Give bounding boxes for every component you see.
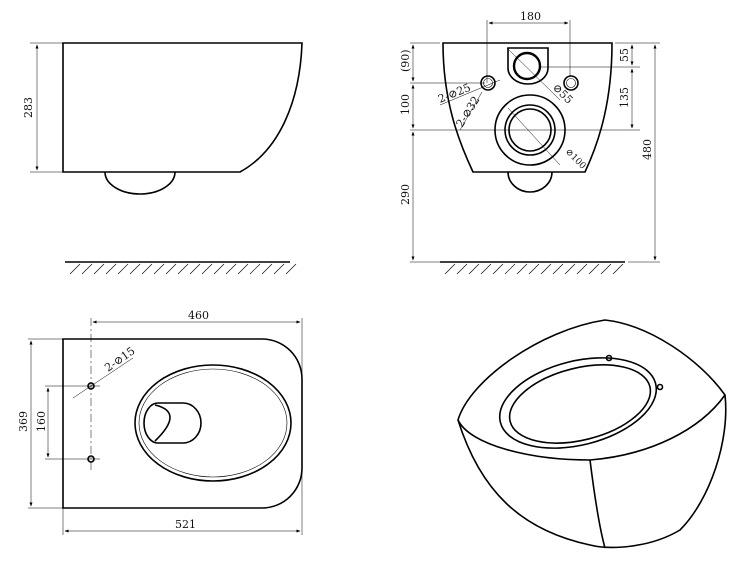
hatch-line	[225, 263, 237, 275]
label-hole-15: 2-⊘15	[102, 344, 137, 374]
hatch-line	[492, 263, 504, 275]
label-outlet-100: ⊘100	[563, 147, 588, 172]
hatch-line	[237, 263, 249, 275]
label-hole-32: 2-⊘32	[454, 94, 483, 130]
hatch-line	[117, 263, 129, 275]
dim-290: 290	[399, 184, 412, 205]
front-view: 180 (90) 100 290 55 135 480 2-⊘25 2-⊘32 …	[399, 10, 660, 275]
dim-100: 100	[399, 94, 412, 115]
hatch-line	[600, 263, 612, 275]
hatch-line	[576, 263, 588, 275]
hatch-line	[273, 263, 285, 275]
hatch-line	[165, 263, 177, 275]
hatch-line	[69, 263, 81, 275]
hatch-line	[540, 263, 552, 275]
dim-180: 180	[520, 10, 541, 23]
hatch-line	[285, 263, 297, 275]
hatch-line	[504, 263, 516, 275]
hatch-line	[81, 263, 93, 275]
dim-283: 283	[22, 97, 35, 118]
hatch-line	[189, 263, 201, 275]
hatch-line	[552, 263, 564, 275]
hatch-line	[612, 263, 624, 275]
dim-521: 521	[175, 518, 196, 531]
dim-460: 460	[188, 309, 209, 322]
hatch-line	[564, 263, 576, 275]
hatch-line	[249, 263, 261, 275]
hatch-line	[480, 263, 492, 275]
hatch-line	[468, 263, 480, 275]
hatch-line	[456, 263, 468, 275]
dim-369: 369	[17, 411, 30, 432]
hatch-line	[516, 263, 528, 275]
top-view: 460 521 369 160 2-⊘15	[17, 309, 303, 535]
isometric-view	[457, 319, 727, 549]
label-inlet-55: ⊘55	[550, 81, 576, 107]
hatch-line	[588, 263, 600, 275]
hatch-line	[261, 263, 273, 275]
dim-55: 55	[618, 48, 631, 62]
hatch-line	[201, 263, 213, 275]
hatch-line	[105, 263, 117, 275]
dim-135: 135	[618, 87, 631, 108]
hatch-line	[213, 263, 225, 275]
hatch-line	[93, 263, 105, 275]
hatch-line	[129, 263, 141, 275]
hatch-line	[177, 263, 189, 275]
hatch-line	[141, 263, 153, 275]
dim-90: (90)	[399, 49, 412, 72]
dim-160: 160	[35, 411, 48, 432]
hatch-line	[528, 263, 540, 275]
floor-hatch	[69, 263, 297, 275]
floor-hatch	[444, 263, 624, 275]
hatch-line	[444, 263, 456, 275]
dim-480: 480	[641, 139, 654, 160]
hatch-line	[153, 263, 165, 275]
side-view: 283	[22, 42, 303, 275]
